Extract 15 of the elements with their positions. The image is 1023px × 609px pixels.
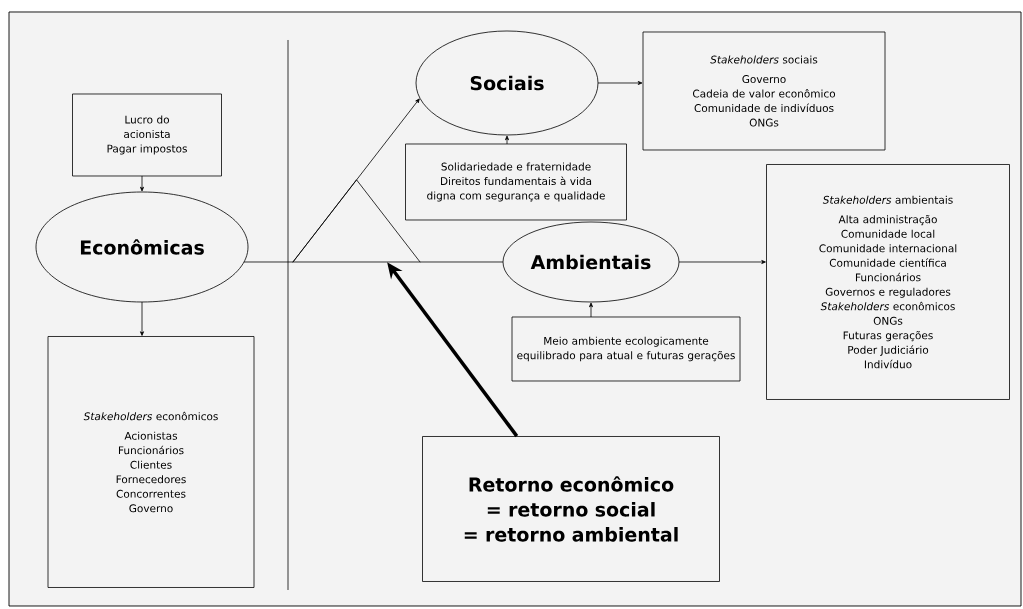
text-box: Lucro do acionista Pagar impostos (72, 93, 222, 177)
text-box: Solidariedade e fraternidade Direitos fundamentais à vida digna com segurança e qualidade (405, 143, 627, 221)
arrow (597, 81, 643, 85)
text-box: Retorno econômico = retorno social = retorno ambiental (422, 436, 720, 582)
arrow (678, 260, 766, 264)
text-box: Stakeholders sociais Governo Cadeia de valor econômico Comunidade de indivíduos ONGs (642, 31, 886, 151)
arrow (505, 135, 509, 145)
text-box: Stakeholders econômicos Acionistas Funcionários Clientes Fornecedores Concorrentes Governo (47, 336, 255, 588)
arrow (292, 98, 420, 263)
text-box: Stakeholders ambientais Alta administração Comunidade local Comunidade internacional Comunidade científica Funcionários Governos e reguladores Stakeholders econômicos ONGs Futuras gerações Poder Judiciário Indivíduo (766, 164, 1010, 400)
text-box: Meio ambiente ecologicamente equilibrado para atual e futuras gerações (511, 316, 741, 382)
connector-line (243, 261, 504, 263)
arrow (140, 175, 144, 192)
arrow (589, 302, 593, 318)
arrow (140, 301, 144, 336)
